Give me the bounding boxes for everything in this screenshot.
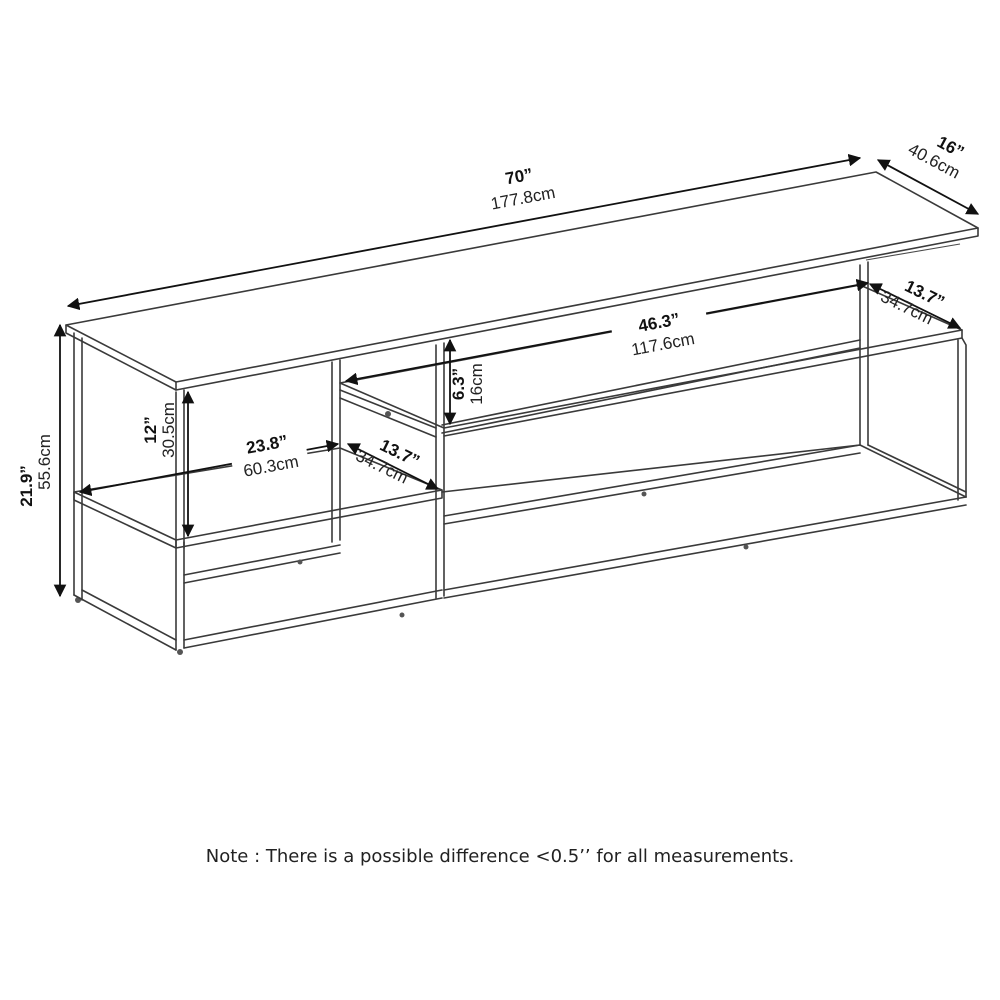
front-foot-bolt <box>177 649 183 655</box>
upper-opening-height-label: 6.3” 16cm <box>449 363 486 405</box>
right-shelf-depth-line <box>868 283 962 329</box>
width-imperial: 70” <box>504 165 534 189</box>
tv-stand-illustration <box>65 171 979 655</box>
height-imperial: 21.9” <box>17 465 36 507</box>
height-label: 21.9” 55.6cm <box>17 434 54 507</box>
mid-foot <box>399 612 405 618</box>
upper-opening-height-metric: 16cm <box>467 363 486 405</box>
left-shelf-depth-label: 13.7” 34.7cm <box>353 436 423 488</box>
rear-foot <box>743 544 749 550</box>
height-metric: 55.6cm <box>35 434 54 490</box>
front-left-leg <box>73 332 185 655</box>
depth-label: 16” 40.6cm <box>905 132 967 182</box>
left-opening-height-label: 12” 30.5cm <box>141 402 178 458</box>
left-shelf-depth-line <box>346 443 440 490</box>
right-shelf-width-line <box>344 278 870 386</box>
width-label: 70” 177.8cm <box>469 157 573 219</box>
shelf-bolt <box>641 491 647 497</box>
right-shelf-depth-label: 13.7” 34.7cm <box>878 276 948 328</box>
divider-bolt <box>385 411 391 417</box>
depth-dimension-line <box>876 159 980 215</box>
left-opening-height-imperial: 12” <box>141 416 160 443</box>
left-opening-height-metric: 30.5cm <box>159 402 178 458</box>
dimension-lines <box>53 153 980 598</box>
left-bottom-frame <box>73 544 443 651</box>
right-lower-shelf <box>297 444 967 618</box>
left-shelf-width-label: 23.8” 60.3cm <box>227 427 311 483</box>
right-shelf-width-label: 46.3” 117.6cm <box>609 303 712 363</box>
measurement-note: Note : There is a possible difference <0… <box>205 846 795 867</box>
upper-opening-height-imperial: 6.3” <box>449 368 468 400</box>
rear-left-foot <box>297 559 303 565</box>
width-dimension-line <box>66 153 862 311</box>
